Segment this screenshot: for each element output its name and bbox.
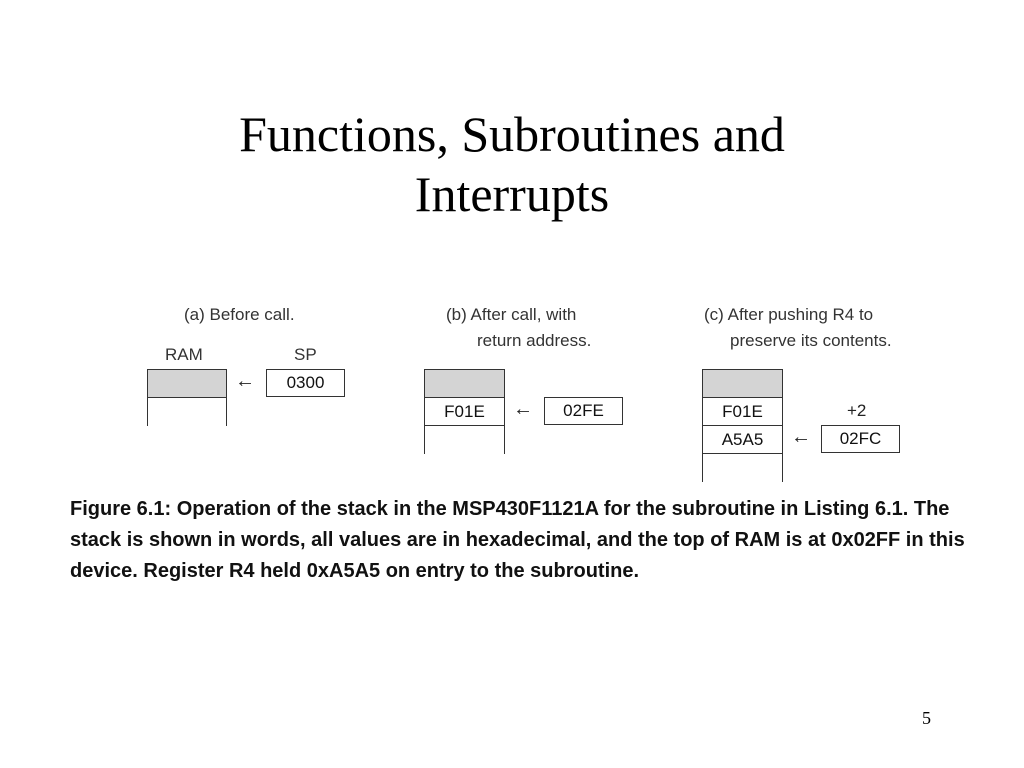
- sp-value-box: 02FE: [544, 397, 623, 425]
- sp-header: SP: [294, 345, 317, 364]
- left-arrow-icon: ←: [235, 370, 255, 392]
- stack-cell: [147, 397, 227, 426]
- figure-caption: Figure 6.1: Operation of the stack in th…: [70, 498, 965, 582]
- ram-header: RAM: [165, 345, 203, 364]
- stack-cell-top: [147, 369, 227, 398]
- stack-cell-top: [702, 369, 783, 398]
- stack-cell-saved-r4: A5A5: [702, 425, 783, 454]
- panel-c-caption-line-2: preserve its contents.: [730, 331, 892, 350]
- sp-value-box: 02FC: [821, 425, 900, 453]
- slide-title: Functions, Subroutines and Interrupts: [0, 104, 1024, 224]
- slide-title-line-2: Interrupts: [414, 165, 610, 222]
- stack-cell-top: [424, 369, 505, 398]
- stack-cell-return-address: F01E: [424, 397, 505, 426]
- stack-cell: [702, 453, 783, 482]
- left-arrow-icon: ←: [791, 426, 811, 448]
- panel-a-caption: (a) Before call.: [184, 305, 295, 324]
- left-arrow-icon: ←: [513, 398, 533, 420]
- panel-c-caption-line-1: (c) After pushing R4 to: [704, 305, 874, 324]
- slide-title-line-1: Functions, Subroutines and: [239, 105, 785, 162]
- stack-cell-return-address: F01E: [702, 397, 783, 426]
- panel-b-caption-line-2: return address.: [477, 331, 592, 350]
- panel-b-caption-line-1: (b) After call, with: [446, 305, 577, 324]
- page-number: 5: [922, 708, 931, 728]
- offset-label: +2: [847, 401, 867, 420]
- stack-cell: [424, 425, 505, 454]
- sp-value-box: 0300: [266, 369, 345, 397]
